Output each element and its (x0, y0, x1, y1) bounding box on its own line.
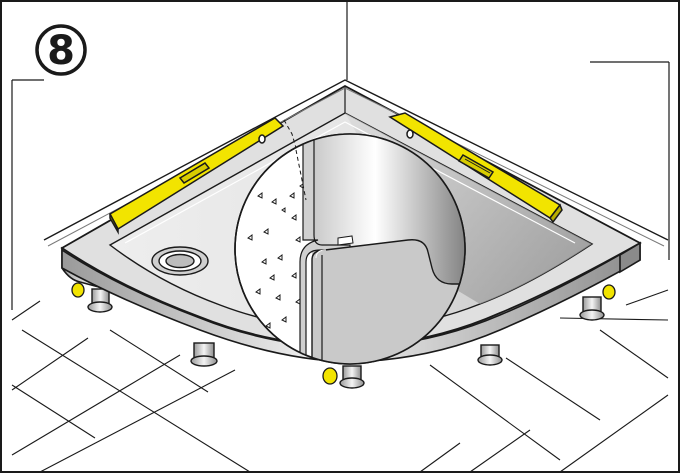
spirit-level-left (108, 117, 285, 235)
floor-tiles (11, 289, 669, 473)
adjustable-foot-icon (87, 288, 605, 389)
step-number: 8 (47, 28, 75, 74)
spirit-level-right (388, 112, 563, 224)
aggregate-texture (247, 183, 304, 329)
magnified-detail (234, 119, 466, 365)
drain-icon (151, 246, 209, 276)
wall-corner-lines (11, 2, 670, 310)
step-badge: 8 (35, 24, 87, 76)
foot-marker-icon (71, 282, 616, 385)
